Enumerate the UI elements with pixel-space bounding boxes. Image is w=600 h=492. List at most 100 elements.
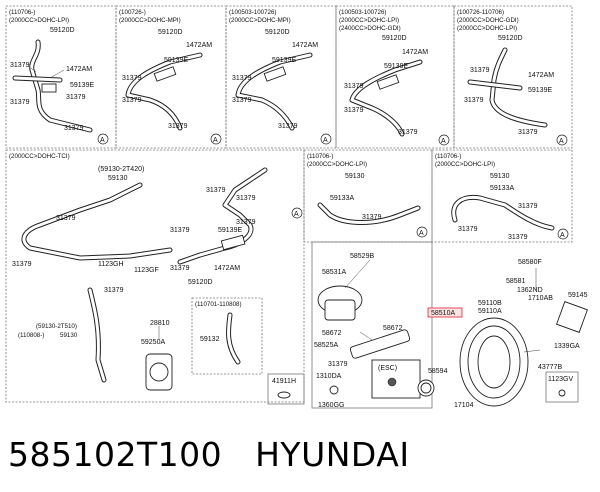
panel-1-l2: 59139E bbox=[70, 82, 94, 89]
panel-4-h3: (2400CC>DOHC-GDI) bbox=[339, 25, 401, 32]
booster-l9: 58594 bbox=[428, 368, 448, 375]
panel-tci: (2000CC>DOHC-TCI) (59130-2T420) 59130 31… bbox=[5, 149, 305, 403]
lpi2-h2: (2000CC>DOHC-LPI) bbox=[435, 161, 495, 168]
panel-5-part: 59120D bbox=[498, 35, 523, 42]
panel-5-h1: (100726-110706) bbox=[457, 9, 504, 16]
panel-5-l3: 31379 bbox=[464, 97, 484, 104]
tci-l2: 31379 bbox=[56, 215, 76, 222]
tci-h1: (2000CC>DOHC-TCI) bbox=[9, 153, 70, 160]
master-l0: 58529B bbox=[350, 253, 374, 260]
booster-l3: 59110B bbox=[478, 300, 502, 307]
panel-1-ref: A bbox=[100, 137, 105, 144]
booster-l0: 58580F bbox=[518, 259, 542, 266]
tci-sub1: (59130-2T420) bbox=[98, 166, 144, 173]
lpi2-l1: 31379 bbox=[518, 203, 538, 210]
tci-l3: 31379 bbox=[236, 219, 256, 226]
tci-p28810: 28810 bbox=[150, 320, 170, 327]
panel-1-l5: 31379 bbox=[64, 125, 84, 132]
tci-l9: 1123GH bbox=[98, 261, 124, 268]
booster-l5: 1710AB bbox=[528, 295, 553, 302]
booster-l8: 43777B bbox=[538, 364, 562, 371]
panel-3-part: 59120D bbox=[265, 29, 290, 36]
master-l4: 58672 bbox=[383, 325, 403, 332]
panel-1-l3: 31379 bbox=[10, 99, 30, 106]
small-d: 1123GV bbox=[548, 376, 573, 383]
panel-2-h1: (100726-) bbox=[119, 9, 146, 16]
tci-l11: 31379 bbox=[12, 261, 32, 268]
panel-4-part: 59120D bbox=[382, 35, 407, 42]
part-number: 585102T100 bbox=[8, 434, 223, 474]
panel-2: (100726-) (2000CC>DOHC-MPI) 59120D 1472A… bbox=[115, 5, 227, 149]
brake-booster: 58580F 58581 1362ND 59110B 59110A 1710AB… bbox=[417, 259, 588, 409]
lpi2-ref: A bbox=[560, 232, 565, 239]
tci-l4: 59139E bbox=[218, 227, 242, 234]
master-l3: 58672 bbox=[322, 330, 342, 337]
panel-5-l2: 59139E bbox=[528, 87, 552, 94]
lpi2-l0: 59133A bbox=[490, 185, 514, 192]
panel-4-h1: (100503-100726) bbox=[339, 9, 386, 16]
panel-1-h2: (2000CC>DOHC-LPI) bbox=[9, 17, 69, 24]
panel-lpi-1: (110706-) (2000CC>DOHC-LPI) 59130 59133A… bbox=[303, 149, 433, 243]
brand-name: HYUNDAI bbox=[255, 434, 410, 474]
panel-3-l4: 31379 bbox=[278, 123, 298, 130]
panel-2-ref: A bbox=[213, 137, 218, 144]
panel-4: (100503-100726) (2000CC>DOHC-LPI) (2400C… bbox=[335, 5, 455, 149]
small-41911h: 41911H bbox=[267, 373, 305, 405]
panel-5-ref: A bbox=[559, 138, 564, 145]
panel-5-h2: (2000CC>DOHC-GDI) bbox=[457, 17, 519, 24]
panel-3-l3: 31379 bbox=[232, 97, 252, 104]
booster-l7: 1339GA bbox=[554, 343, 580, 350]
panel-1-l4: 31379 bbox=[66, 94, 86, 101]
panel-4-l0: 1472AM bbox=[402, 49, 428, 56]
tci-l1: 31379 bbox=[236, 195, 256, 202]
hose59132-h1: (110701-110808) bbox=[195, 301, 242, 308]
hose59132-part: 59132 bbox=[200, 336, 220, 343]
lpi1-l1: 31379 bbox=[362, 214, 382, 221]
tci-sub3: (59130-2T510) bbox=[36, 323, 77, 330]
panel-4-ref: A bbox=[441, 138, 446, 145]
booster-l10: 17104 bbox=[454, 402, 474, 409]
panel-2-l2: 31379 bbox=[122, 75, 142, 82]
panel-59132: (110701-110808) 59132 bbox=[191, 297, 263, 375]
panel-5-l4: 31379 bbox=[518, 129, 538, 136]
tci-l5: 31379 bbox=[170, 227, 190, 234]
panel-5-l0: 31379 bbox=[470, 67, 490, 74]
panel-2-l4: 31379 bbox=[168, 123, 188, 130]
panel-3-l0: 1472AM bbox=[292, 42, 318, 49]
panel-4-l1: 59139E bbox=[384, 63, 408, 70]
tci-l8: 59120D bbox=[188, 279, 213, 286]
panel-1-l0: 31379 bbox=[10, 62, 30, 69]
tci-l10: 1123GF bbox=[134, 267, 159, 274]
panel-2-part: 59120D bbox=[158, 29, 183, 36]
master-l6: 31379 bbox=[328, 361, 348, 368]
panel-2-l3: 31379 bbox=[122, 97, 142, 104]
panel-lpi-2: (110706-) (2000CC>DOHC-LPI) 59130 59133A… bbox=[431, 149, 573, 243]
booster-l4: 59110A bbox=[478, 308, 502, 315]
master-esc: (ESC) bbox=[378, 365, 397, 372]
tci-ref: A bbox=[294, 211, 299, 218]
lpi2-l2: 31379 bbox=[458, 226, 478, 233]
small-b: 1310DA bbox=[316, 373, 342, 380]
panel-3: (100503-100726) (2000CC>DOHC-MPI) 59120D… bbox=[225, 5, 337, 149]
lpi1-h2: (2000CC>DOHC-LPI) bbox=[307, 161, 367, 168]
small-c: 1360GG bbox=[318, 402, 344, 409]
panel-3-h2: (2000CC>DOHC-MPI) bbox=[229, 17, 291, 24]
panel-4-h2: (2000CC>DOHC-LPI) bbox=[339, 17, 399, 24]
panel-1-l1: 1472AM bbox=[66, 66, 92, 73]
tci-sub2: 59130 bbox=[108, 175, 128, 182]
lpi2-h1: (110706-) bbox=[435, 153, 461, 160]
panel-4-l2: 31379 bbox=[344, 83, 364, 90]
panel-3-l1: 59139E bbox=[272, 57, 296, 64]
tci-p59250: 59250A bbox=[141, 339, 165, 346]
master-l1: 58531A bbox=[322, 269, 346, 276]
master-l5: 58525A bbox=[314, 342, 338, 349]
caption: 585102T100 HYUNDAI bbox=[8, 424, 592, 484]
panel-1-part: 59120D bbox=[50, 27, 75, 34]
lpi1-h1: (110706-) bbox=[307, 153, 333, 160]
lpi1-ref: A bbox=[419, 230, 424, 237]
lpi2-part: 59130 bbox=[490, 173, 510, 180]
booster-l1: 58581 bbox=[506, 278, 526, 285]
tci-l0: 31379 bbox=[206, 187, 226, 194]
parts-diagram: (110706-) (2000CC>DOHC-LPI) 59120D 31379… bbox=[5, 5, 588, 409]
panel-5-l1: 1472AM bbox=[528, 72, 554, 79]
